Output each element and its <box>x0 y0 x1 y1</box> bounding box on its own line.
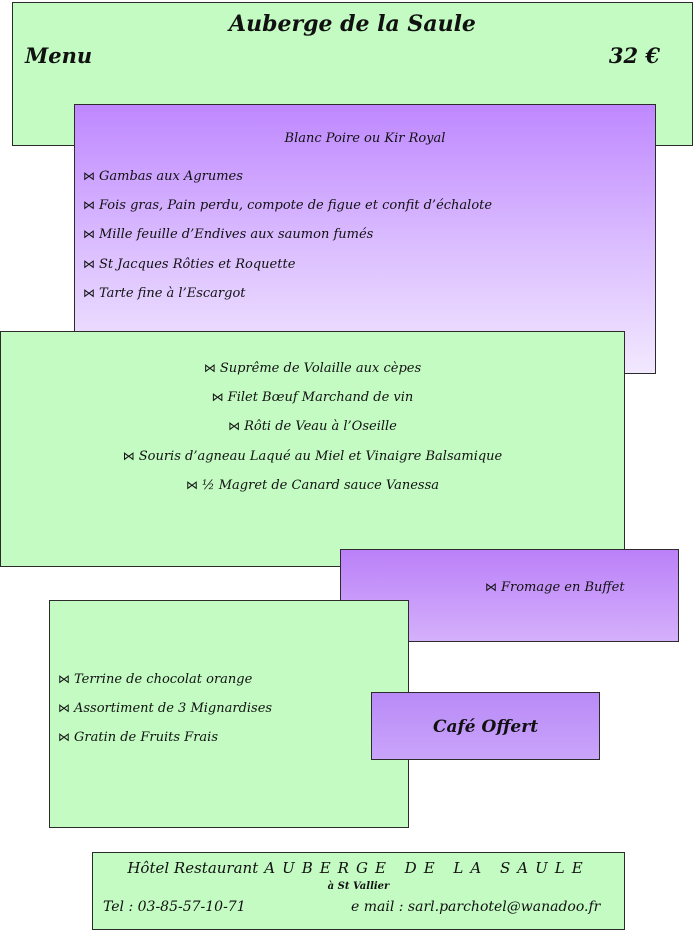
mains-list: ⋈Suprême de Volaille aux cèpes ⋈Filet Bœ… <box>1 360 624 506</box>
list-item: ⋈Souris d’agneau Laqué au Miel et Vinaig… <box>122 448 503 464</box>
aperitif-line: Blanc Poire ou Kir Royal <box>284 131 446 146</box>
footer-city: à St Vallier <box>327 881 390 892</box>
list-item: ⋈Assortiment de 3 Mignardises <box>58 701 273 717</box>
menu-label: Menu <box>25 43 93 68</box>
list-item: ⋈Fois gras, Pain perdu, compote de figue… <box>83 198 493 214</box>
footer-phone: Tel : 03-85-57-10-71 <box>103 899 246 915</box>
bowtie-bullet-icon: ⋈ <box>228 419 241 434</box>
bowtie-bullet-icon: ⋈ <box>211 390 224 405</box>
list-item: ⋈Gambas aux Agrumes <box>83 169 243 184</box>
bowtie-bullet-icon: ⋈ <box>58 672 70 686</box>
menu-price: 32 € <box>608 43 660 68</box>
cheese-item: ⋈Fromage en Buffet <box>485 580 625 595</box>
footer-email: e mail : sarl.parchotel@wanadoo.fr <box>351 899 601 915</box>
starters-section: Blanc Poire ou Kir Royal ⋈Gambas aux Agr… <box>74 104 656 374</box>
list-item: ⋈Filet Bœuf Marchand de vin <box>211 390 414 406</box>
bowtie-bullet-icon: ⋈ <box>485 580 497 594</box>
desserts-list: ⋈Terrine de chocolat orange ⋈Assortiment… <box>58 671 272 759</box>
list-item: ⋈Gratin de Fruits Frais <box>58 730 218 746</box>
list-item: ⋈Suprême de Volaille aux cèpes <box>203 361 422 376</box>
bowtie-bullet-icon: ⋈ <box>83 256 95 271</box>
list-item: ⋈½ Magret de Canard sauce Vanessa <box>185 477 440 493</box>
starters-list: ⋈Gambas aux Agrumes ⋈Fois gras, Pain per… <box>83 168 492 314</box>
bowtie-bullet-icon: ⋈ <box>83 198 95 213</box>
list-item: ⋈Mille feuille d’Endives aux saumon fumé… <box>83 227 374 243</box>
bowtie-bullet-icon: ⋈ <box>203 361 216 375</box>
list-item: ⋈Terrine de chocolat orange <box>58 672 253 687</box>
coffee-section: Café Offert <box>371 692 600 760</box>
list-item: ⋈St Jacques Rôties et Roquette <box>83 256 296 272</box>
mains-section: ⋈Suprême de Volaille aux cèpes ⋈Filet Bœ… <box>0 331 625 567</box>
coffee-label: Café Offert <box>432 717 539 737</box>
bowtie-bullet-icon: ⋈ <box>83 227 95 242</box>
list-item: ⋈Rôti de Veau à l’Oseille <box>228 419 397 435</box>
bowtie-bullet-icon: ⋈ <box>83 285 95 300</box>
desserts-section: ⋈Terrine de chocolat orange ⋈Assortiment… <box>49 600 409 828</box>
bowtie-bullet-icon: ⋈ <box>58 730 70 745</box>
bowtie-bullet-icon: ⋈ <box>122 448 135 463</box>
bowtie-bullet-icon: ⋈ <box>58 701 70 716</box>
bowtie-bullet-icon: ⋈ <box>185 477 198 492</box>
restaurant-title: Auberge de la Saule <box>229 11 476 37</box>
bowtie-bullet-icon: ⋈ <box>83 169 95 183</box>
list-item: ⋈Tarte fine à l’Escargot <box>83 285 246 301</box>
